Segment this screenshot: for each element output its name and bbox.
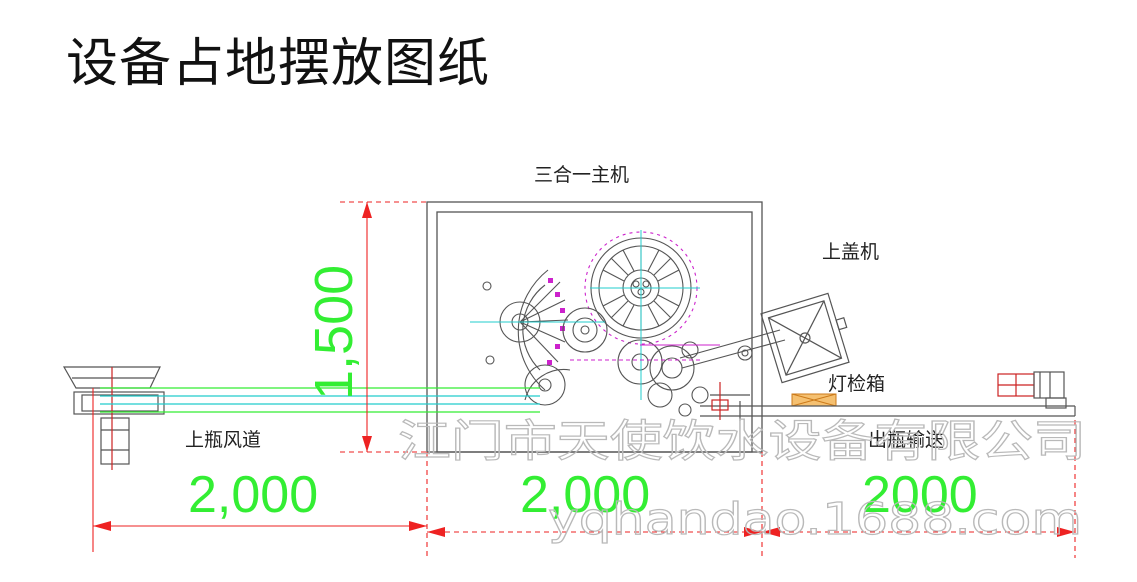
dimension-width-right: 2000 — [862, 466, 978, 524]
light-box — [791, 393, 837, 407]
outfeed-label: 出瓶输送 — [868, 429, 944, 451]
outfeed-motor — [997, 371, 1067, 409]
capper-chute — [679, 329, 786, 369]
air-conveyor-label: 上瓶风道 — [185, 429, 261, 451]
dimension-arrows — [93, 202, 1075, 537]
dimension-lines — [92, 201, 1076, 558]
page-title: 设备占地摆放图纸 — [66, 34, 491, 94]
outfeed-conveyor — [700, 382, 1076, 421]
air-conveyor — [62, 366, 165, 470]
accent-lines — [470, 230, 720, 400]
capper-label: 上盖机 — [822, 241, 879, 263]
main-machine-label: 三合一主机 — [534, 164, 629, 186]
dimension-width-middle: 2,000 — [520, 466, 650, 524]
watermark-company: 江门市天使饮水设备有限公司 — [398, 416, 1086, 467]
dimension-height: 1,500 — [304, 265, 364, 400]
dimension-width-left: 2,000 — [188, 466, 318, 524]
transfer-wheels — [524, 307, 709, 417]
rinser-turret — [482, 269, 569, 391]
capper — [760, 292, 850, 384]
air-duct — [100, 387, 540, 413]
light-box-label: 灯检箱 — [828, 373, 885, 395]
watermark-url: yqhandao.1688.com — [548, 494, 1082, 545]
main-machine — [426, 201, 763, 453]
